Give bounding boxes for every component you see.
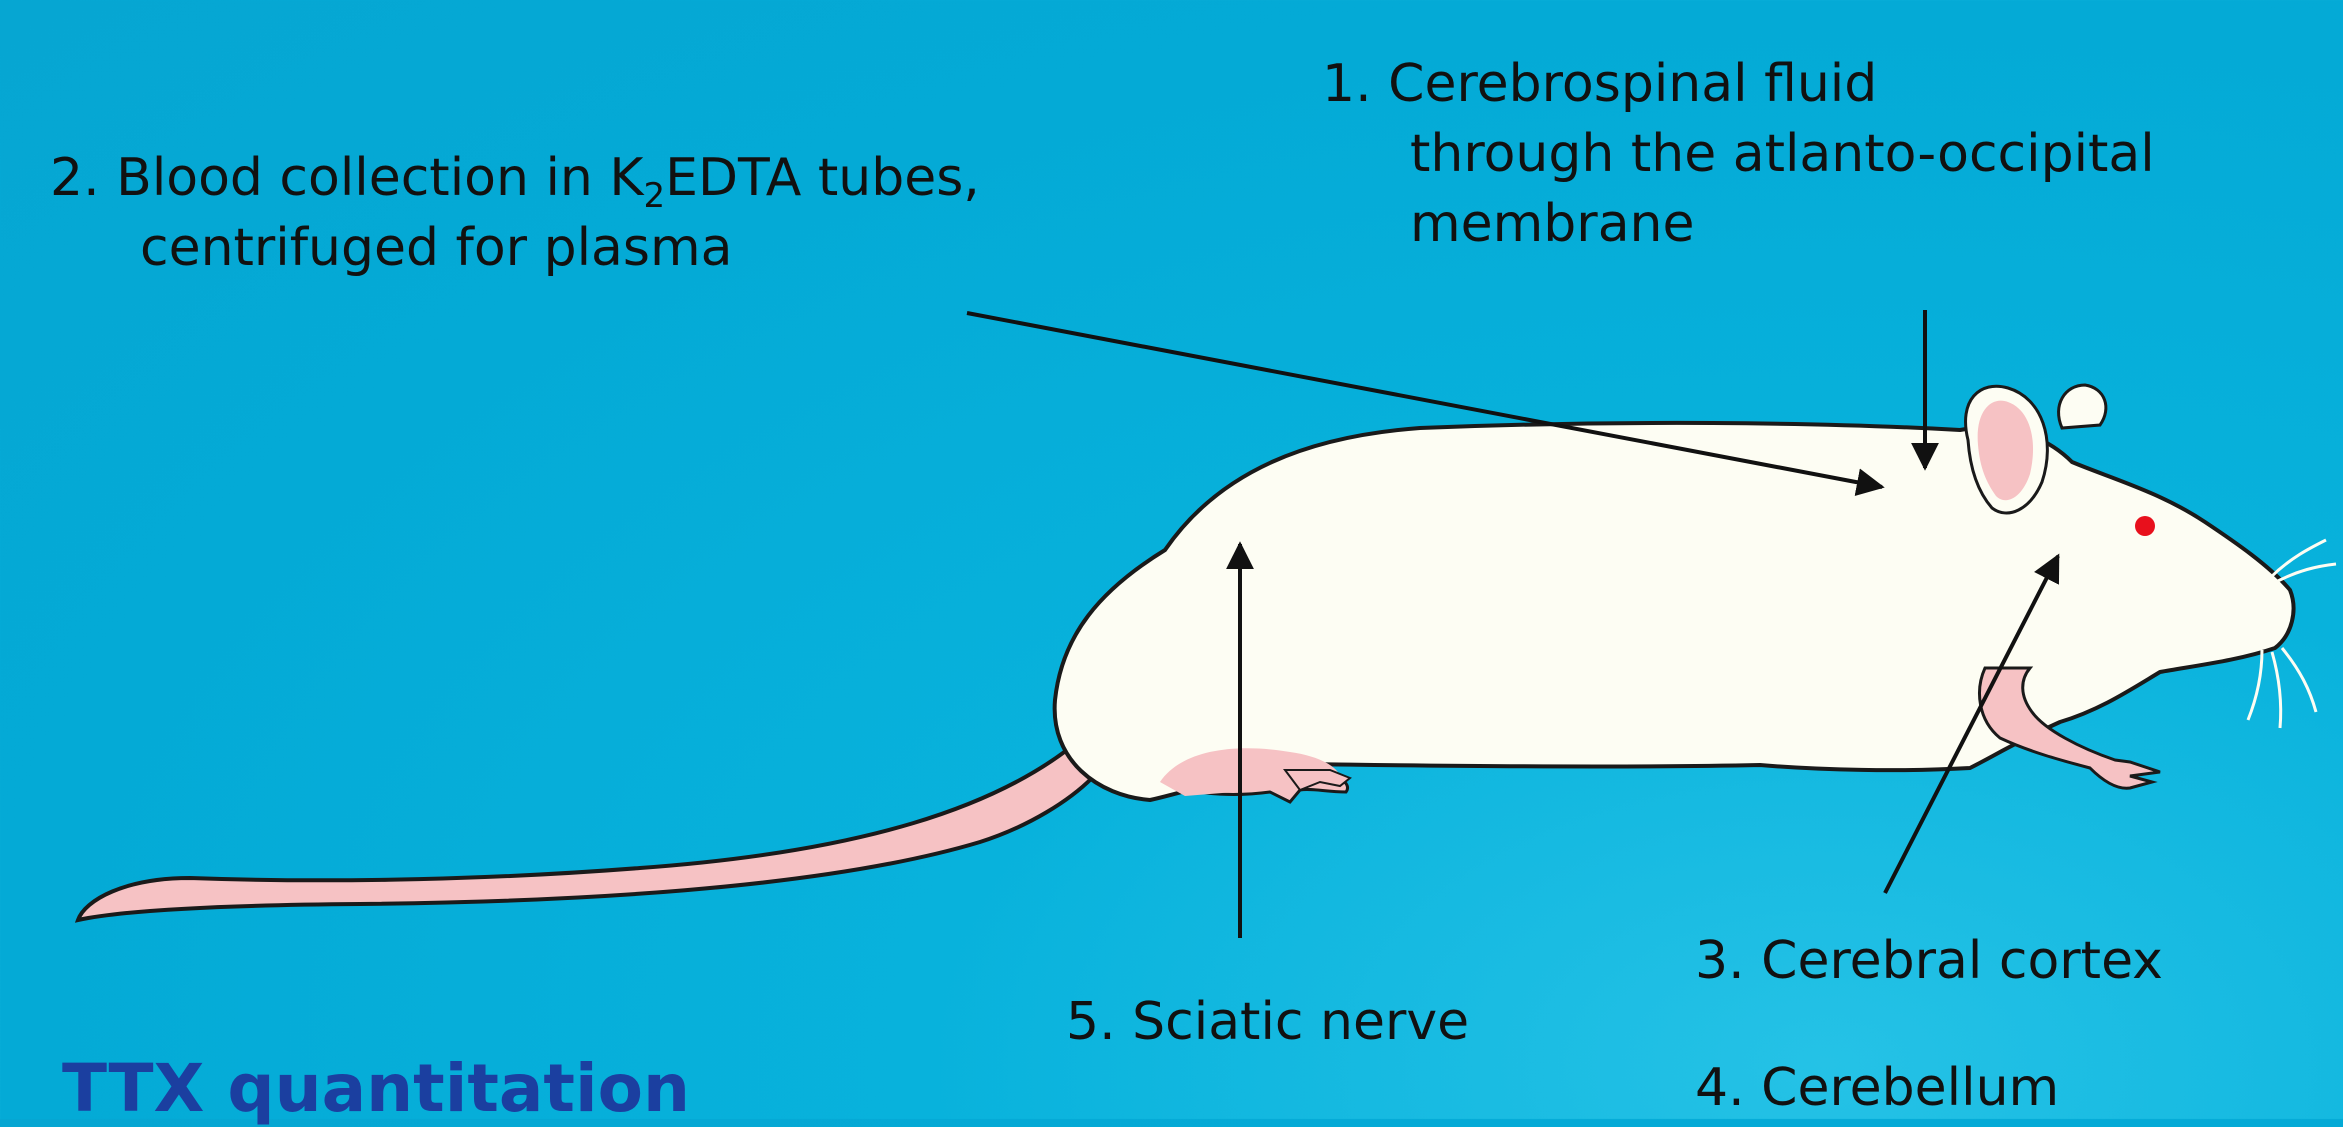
- label-csf-line1: 1. Cerebrospinal fluid: [1322, 58, 2155, 110]
- slide-title: TTX quantitation: [62, 1050, 690, 1127]
- label-cerebellum: 4. Cerebellum: [1695, 1062, 2059, 1114]
- label-csf: 1. Cerebrospinal fluid through the atlan…: [1322, 58, 2155, 250]
- label-blood-line2: centrifuged for plasma: [140, 222, 980, 274]
- mouse-ear-back: [2059, 385, 2106, 428]
- label-csf-line2: through the atlanto-occipital: [1410, 128, 2155, 180]
- label-blood: 2. Blood collection in K2EDTA tubes, cen…: [50, 152, 980, 274]
- label-blood-line1: 2. Blood collection in K2EDTA tubes,: [50, 152, 980, 204]
- mouse-eye: [2135, 516, 2155, 536]
- label-blood-subscript: 2: [643, 176, 665, 216]
- mouse-tail: [78, 738, 1092, 920]
- label-cortex: 3. Cerebral cortex: [1695, 935, 2163, 987]
- label-blood-line1-post: EDTA tubes,: [665, 148, 980, 208]
- label-blood-line1-pre: 2. Blood collection in K: [50, 148, 643, 208]
- label-sciatic: 5. Sciatic nerve: [1066, 996, 1469, 1048]
- label-csf-line3: membrane: [1410, 198, 2155, 250]
- mouse-illustration: [78, 385, 2336, 920]
